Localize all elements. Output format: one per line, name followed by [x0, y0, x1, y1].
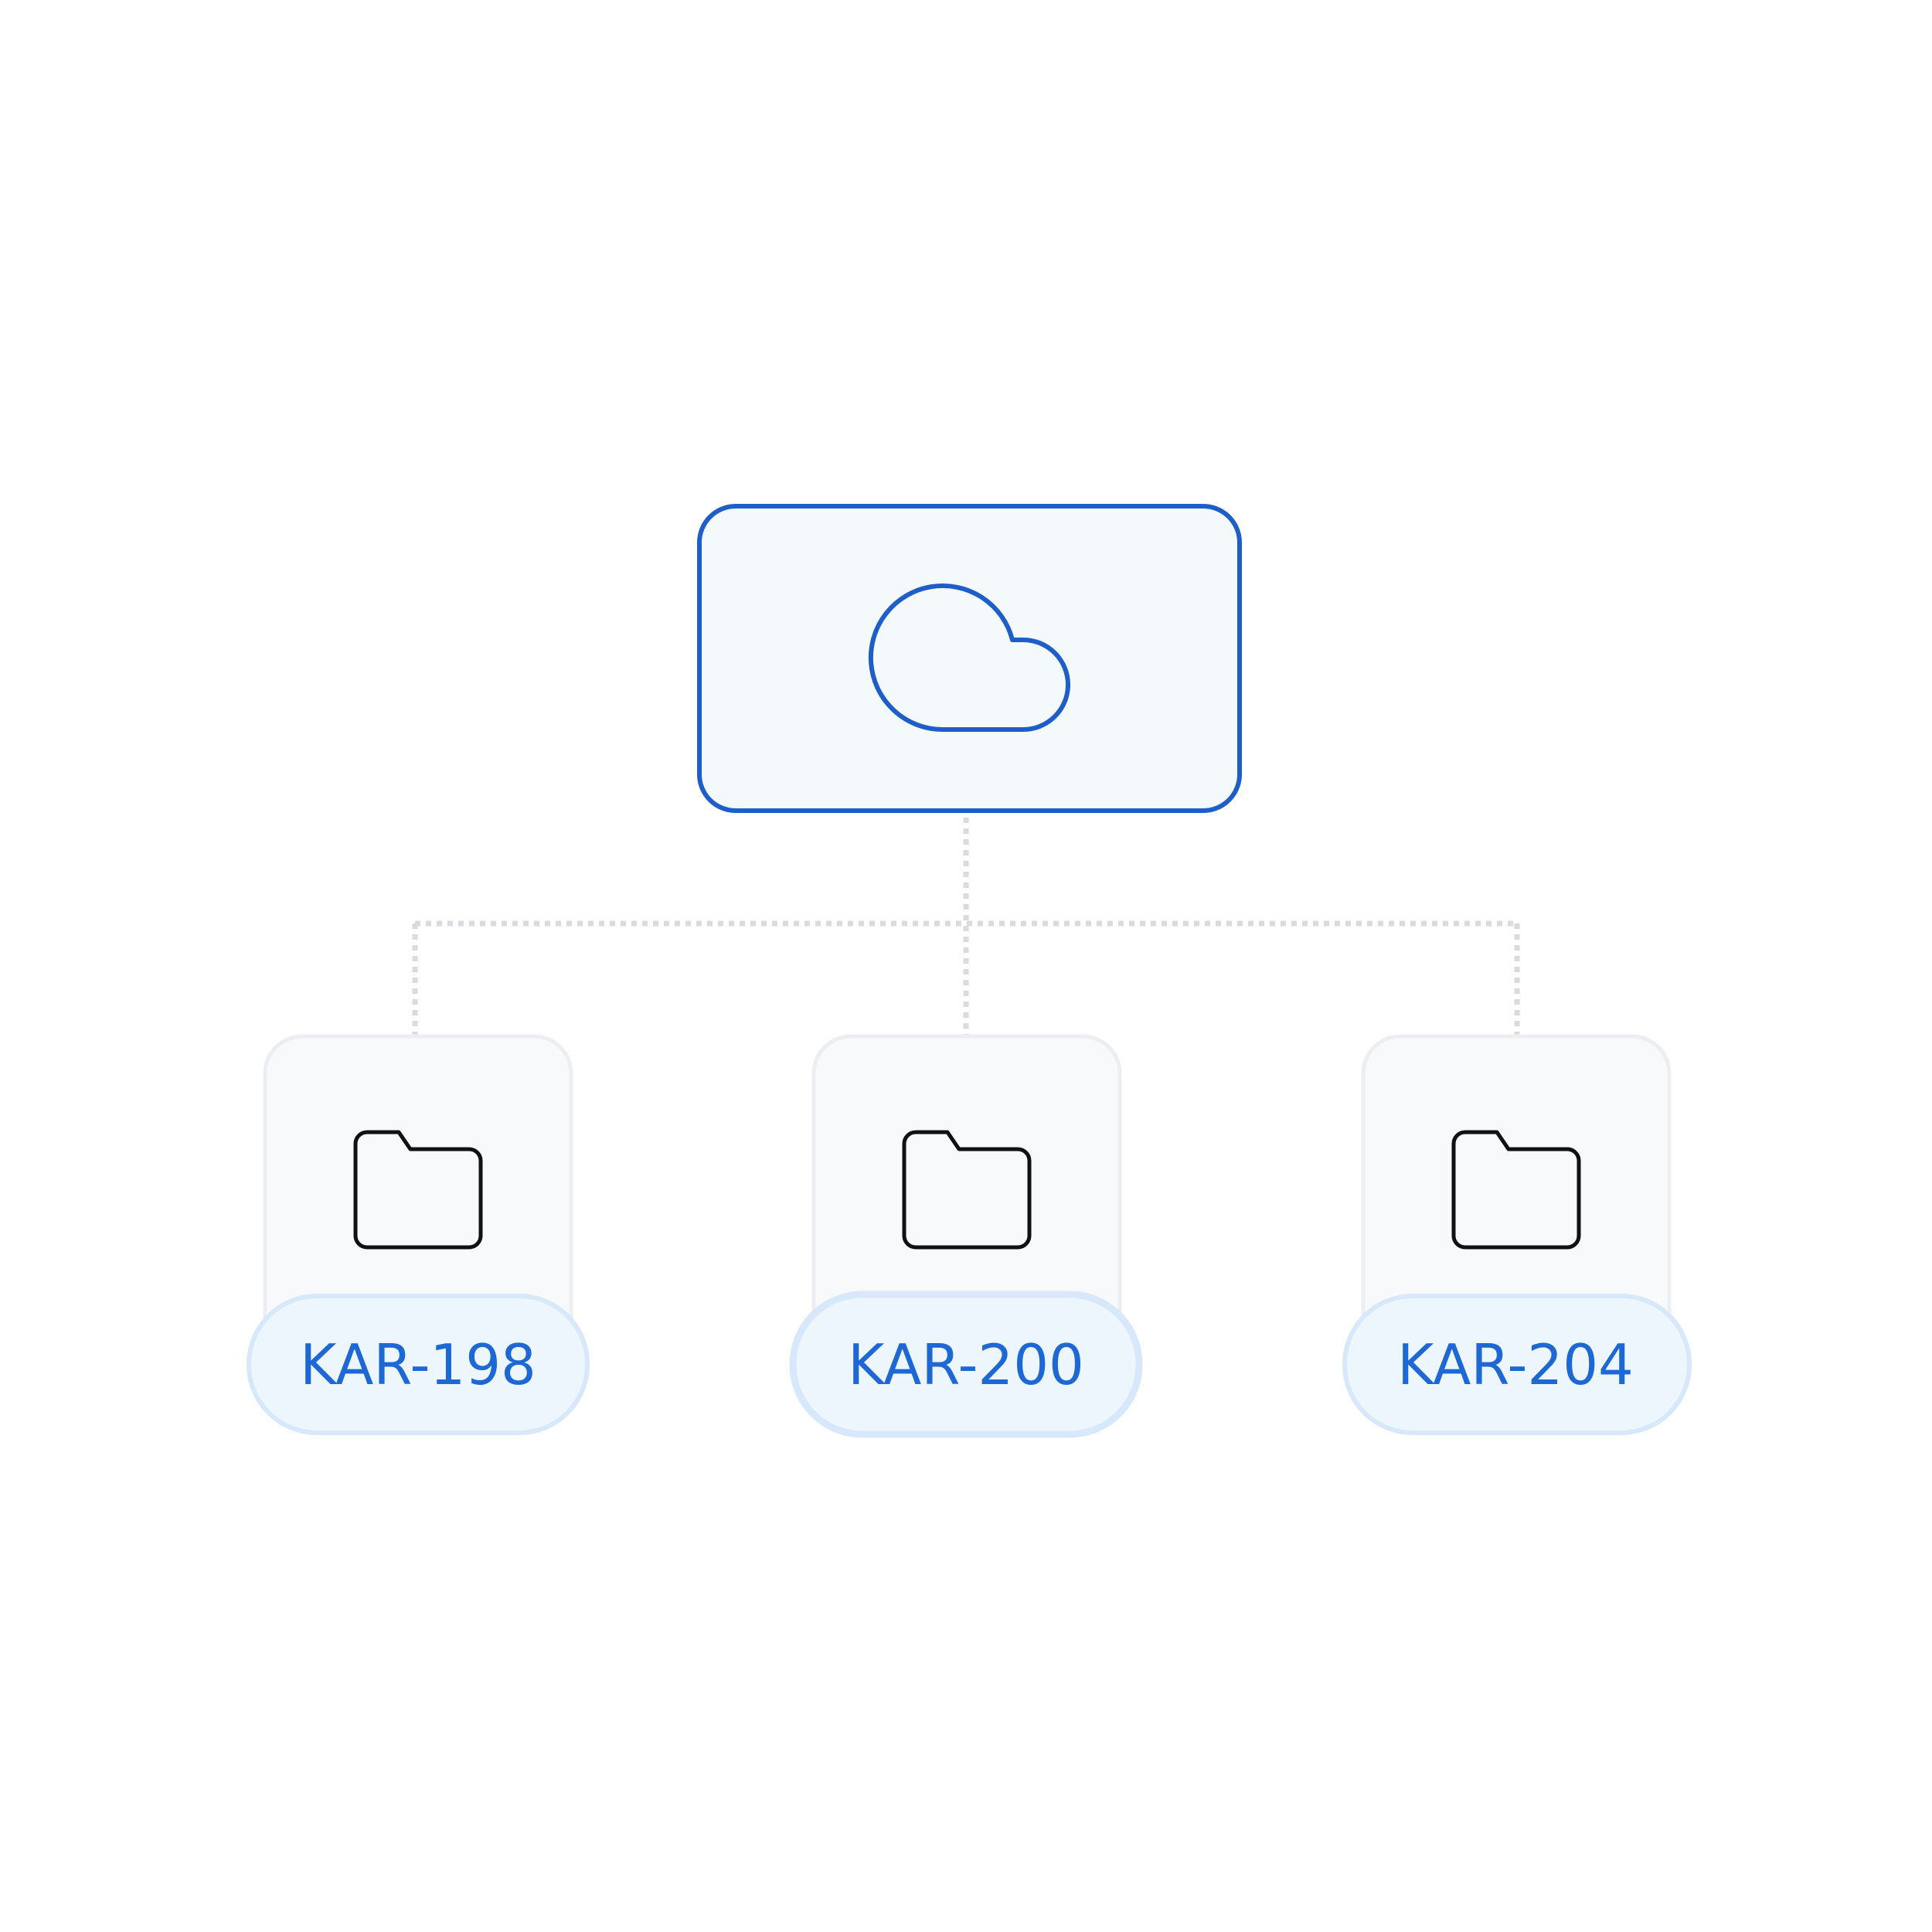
folder-icon [353, 1130, 483, 1250]
label-pill [247, 1294, 590, 1435]
folder-icon [1451, 1130, 1581, 1250]
child-label: KAR-200 [848, 1332, 1084, 1397]
child-label: KAR-198 [300, 1332, 536, 1397]
root-node-box [697, 504, 1242, 813]
connector-lines [412, 818, 1520, 1036]
child-node-kar-200[interactable]: KAR-200 [789, 1034, 1143, 1438]
folder-icon [902, 1130, 1032, 1250]
label-pill [1342, 1294, 1692, 1435]
root-node[interactable] [697, 504, 1242, 813]
cloud-icon [868, 583, 1070, 732]
child-label: KAR-204 [1397, 1332, 1634, 1397]
child-node-kar-204[interactable]: KAR-204 [1342, 1034, 1692, 1435]
label-pill [789, 1291, 1143, 1438]
child-node-kar-198[interactable]: KAR-198 [247, 1034, 590, 1435]
